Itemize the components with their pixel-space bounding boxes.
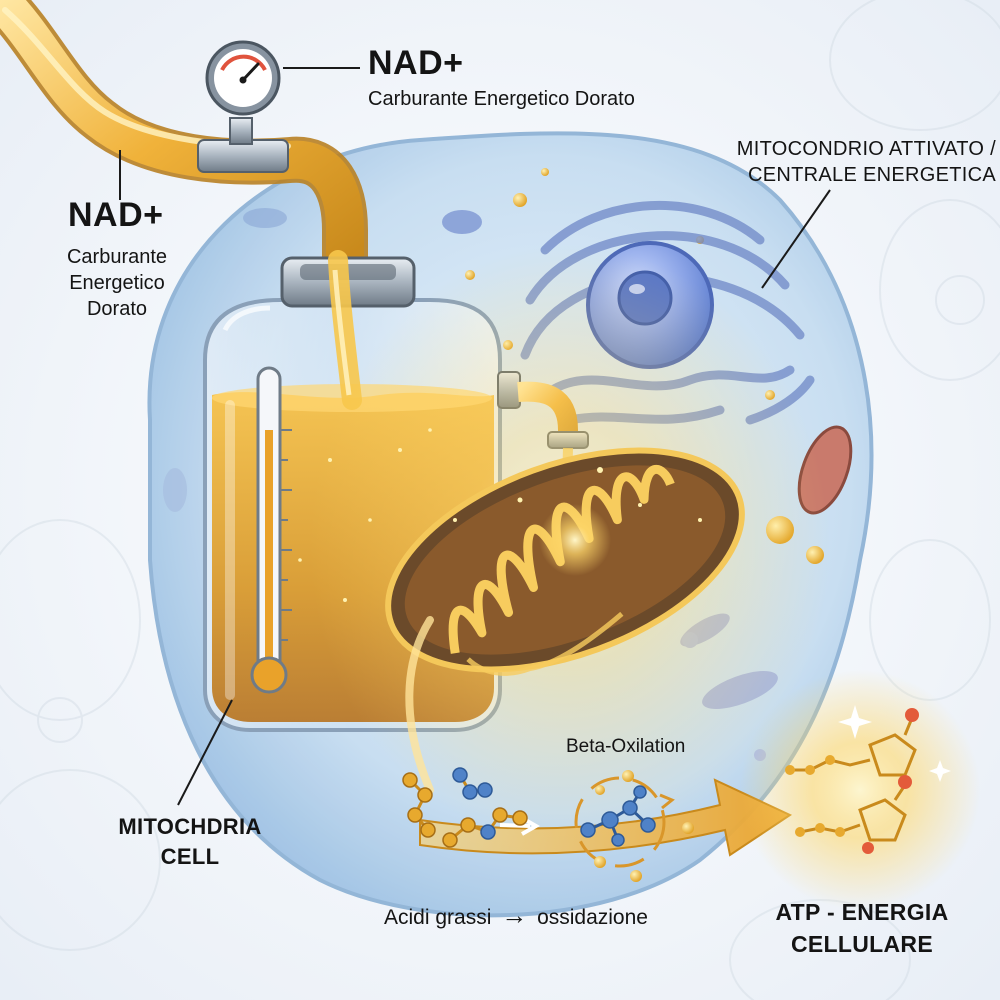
ossidazione-text: ossidazione	[537, 906, 648, 929]
mitochdria-line-2: CELL	[160, 844, 220, 869]
mitochondrion	[310, 245, 830, 845]
nad-left-sub-line-2: Energetico	[69, 272, 165, 294]
mito-activated-line-1: MITOCONDRIO ATTIVATO /	[736, 138, 996, 160]
fatty-acid-oxidation-label: Acidi grassi → ossidazione	[384, 900, 648, 931]
nad-top-subtitle: Carburante Energetico Dorato	[368, 88, 635, 110]
mito-activated-line-2: CENTRALE ENERGETICA	[748, 164, 996, 186]
beta-oxidation-cycle	[574, 770, 694, 882]
fatty-acid-molecules	[402, 767, 528, 848]
nad-left-sub-line-3: Dorato	[86, 298, 148, 320]
sparkles	[298, 428, 702, 602]
mito-activated-label: MITOCONDRIO ATTIVATO / CENTRALE ENERGETI…	[704, 136, 996, 188]
mito-activated-leader-line	[761, 189, 831, 289]
atp-line-1: ATP - ENERGIA	[775, 899, 949, 925]
atp-line-2: CELLULARE	[791, 931, 933, 957]
atp-molecule	[740, 670, 980, 910]
thermometer	[250, 366, 292, 694]
nad-top-title: NAD+	[368, 44, 464, 82]
nad-left-title: NAD+	[68, 196, 164, 234]
mitochdria-line-1: MITOCHDRIA	[118, 814, 262, 839]
golden-pipe	[0, 0, 364, 279]
mitochdria-cell-label: MITOCHDRIA CELL	[100, 812, 280, 872]
mitochdria-leader-line	[177, 699, 233, 806]
atp-energy-label: ATP - ENERGIA CELLULARE	[752, 896, 972, 960]
beta-oxidation-label: Beta-Oxilation	[566, 736, 686, 757]
nad-left-subtitle: Carburante Energetico Dorato	[52, 244, 182, 322]
acidi-grassi-text: Acidi grassi	[384, 906, 492, 929]
nad-left-sub-line-1: Carburante	[66, 246, 168, 268]
arrow-right-icon: →	[501, 900, 528, 930]
